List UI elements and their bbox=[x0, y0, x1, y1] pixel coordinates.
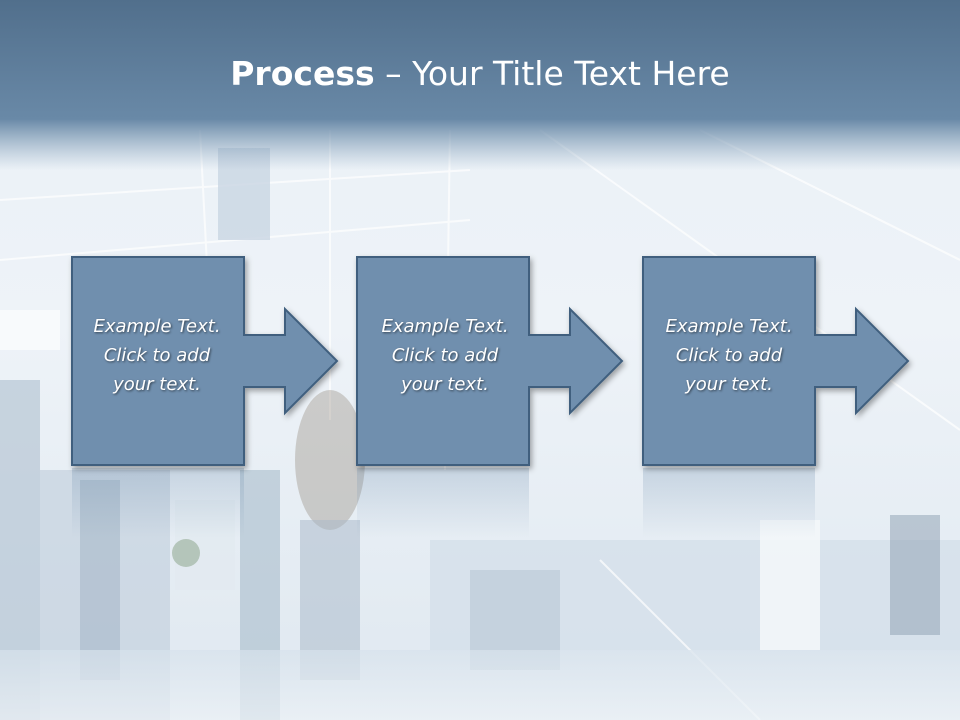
arrow-right-icon bbox=[642, 256, 910, 466]
step-3-text[interactable]: Example Text. Click to add your text. bbox=[644, 312, 814, 399]
step-2-line-3: your text. bbox=[401, 374, 489, 395]
step-3-line-1: Example Text. bbox=[665, 316, 793, 337]
step-3-line-3: your text. bbox=[685, 374, 773, 395]
step-2-reflection bbox=[357, 468, 529, 538]
step-2-shape[interactable] bbox=[356, 256, 624, 466]
step-3-reflection bbox=[643, 468, 815, 538]
step-2-line-1: Example Text. bbox=[381, 316, 509, 337]
step-1-line-1: Example Text. bbox=[93, 316, 221, 337]
step-1-text[interactable]: Example Text. Click to add your text. bbox=[72, 312, 242, 399]
step-2-line-2: Click to add bbox=[391, 345, 499, 366]
title-rest-part: – Your Title Text Here bbox=[374, 54, 730, 93]
step-1-line-2: Click to add bbox=[103, 345, 211, 366]
step-2-text[interactable]: Example Text. Click to add your text. bbox=[360, 312, 530, 399]
arrow-right-icon bbox=[71, 256, 339, 466]
step-1-shape[interactable] bbox=[71, 256, 339, 466]
step-1-line-3: your text. bbox=[113, 374, 201, 395]
step-3-line-2: Click to add bbox=[675, 345, 783, 366]
title-bold-part: Process bbox=[230, 54, 375, 93]
slide-title[interactable]: Process – Your Title Text Here bbox=[0, 52, 960, 96]
arrow-right-icon bbox=[356, 256, 624, 466]
step-1-reflection bbox=[72, 468, 244, 538]
step-3-shape[interactable] bbox=[642, 256, 910, 466]
